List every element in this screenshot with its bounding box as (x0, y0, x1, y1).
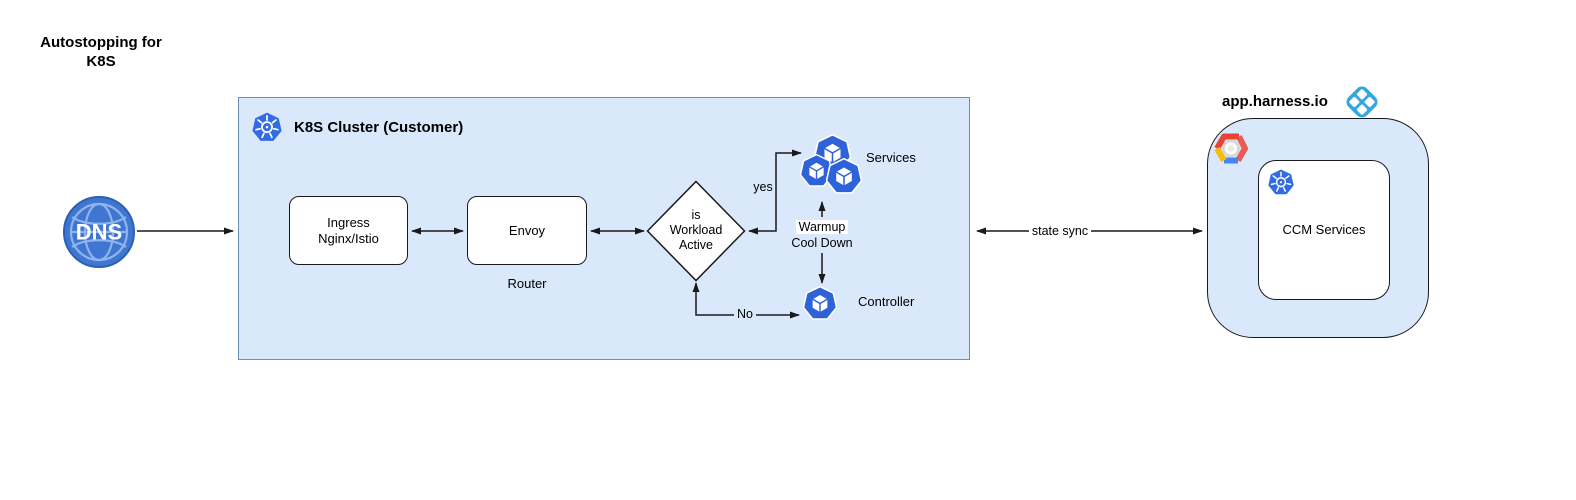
controller-label: Controller (858, 294, 915, 309)
cooldown-label: Cool Down (791, 236, 853, 250)
dns-globe-icon (63, 196, 135, 268)
gcp-icon (1214, 133, 1248, 164)
decision-node[interactable] (646, 180, 746, 282)
no-edge-label: No (728, 307, 762, 322)
ingress-node[interactable]: Ingress Nginx/Istio (289, 196, 408, 265)
services-node[interactable] (798, 132, 868, 202)
controller-node[interactable] (803, 286, 837, 320)
harness-domain-label: app.harness.io (1222, 93, 1328, 110)
yes-edge-label: yes (753, 180, 773, 194)
workload-cube-icon (800, 134, 862, 194)
kubernetes-icon (1268, 169, 1294, 196)
page-title: Autostopping for K8S (40, 34, 162, 70)
decision-label: is Workload Active (669, 208, 723, 252)
cluster-title: K8S Cluster (Customer) (294, 119, 464, 136)
dns-label: DNS (76, 220, 122, 245)
state-sync-label: state sync (1010, 224, 1110, 239)
workload-cube-icon (803, 286, 837, 320)
envoy-node[interactable]: Envoy (467, 196, 587, 265)
dns-node[interactable]: DNS (62, 195, 136, 269)
harness-logo-icon (1346, 86, 1378, 118)
ccm-services-label: CCM Services (1282, 222, 1366, 237)
services-label: Services (866, 150, 916, 165)
kubernetes-icon (252, 112, 282, 143)
warmup-label: Warmup (772, 220, 872, 235)
router-caption: Router (507, 276, 547, 291)
